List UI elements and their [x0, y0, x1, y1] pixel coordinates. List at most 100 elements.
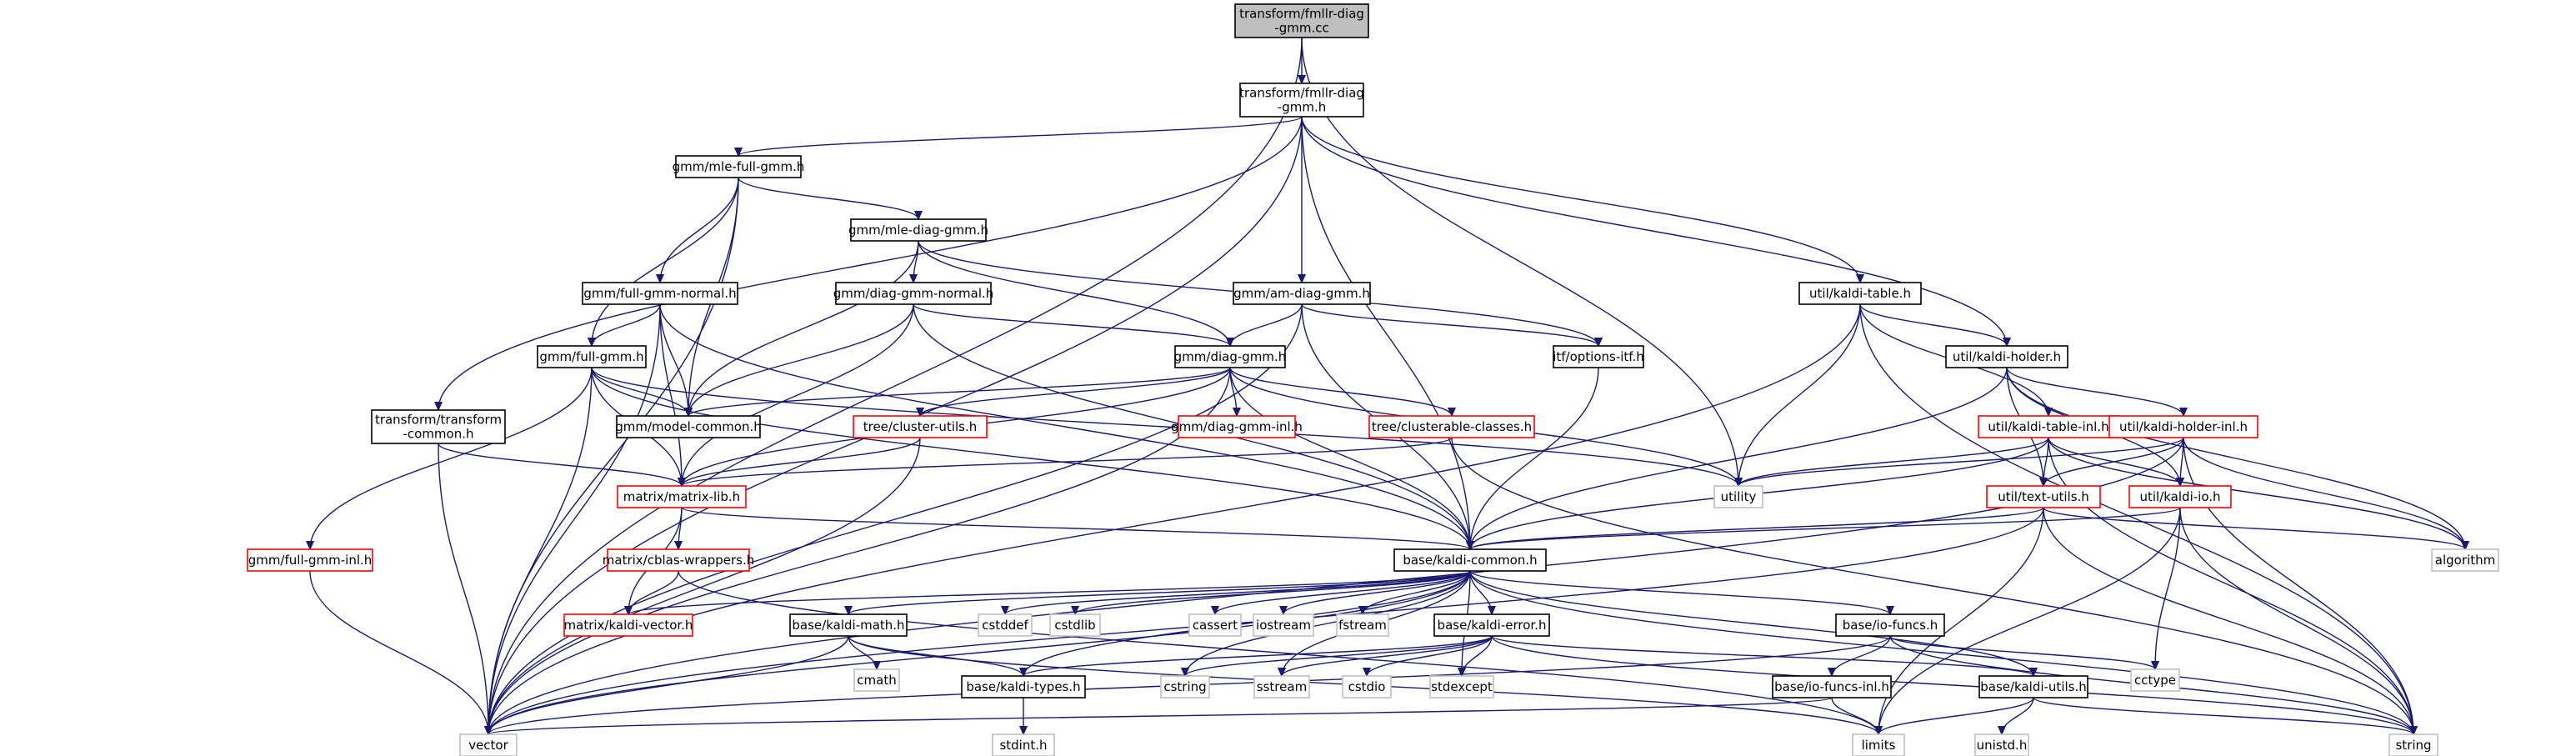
node-label: gmm/full-gmm-inl.h — [248, 553, 373, 568]
node-n5[interactable]: gmm/diag-gmm-normal.h — [833, 282, 994, 305]
node-n3[interactable]: gmm/mle-diag-gmm.h — [848, 218, 988, 242]
node-box — [1393, 548, 1547, 572]
edge-n19-to-n25 — [681, 507, 1470, 549]
node-n18[interactable]: util/kaldi-holder-inl.h — [2108, 415, 2258, 438]
node-label: -gmm.h — [1278, 100, 1326, 115]
edge-n18-to-n49 — [2183, 437, 2413, 734]
edge-n28-to-n46 — [488, 635, 849, 734]
edge-n8-to-n20 — [591, 367, 1738, 486]
edge-n4-to-n46 — [488, 303, 661, 734]
node-n16[interactable]: tree/clusterable-classes.h — [1368, 415, 1535, 438]
node-box — [1974, 733, 2029, 756]
edge-n16-to-n19 — [682, 437, 1453, 486]
node-box — [1233, 282, 1371, 305]
edge-n1-to-n7 — [1301, 116, 1860, 283]
node-label: stdint.h — [999, 738, 1047, 753]
edge-n25-to-n35 — [1469, 570, 1890, 614]
node-label: cctype — [2134, 673, 2176, 688]
edge-n10-to-n25 — [1470, 367, 1599, 549]
edge-n17-to-n49 — [2048, 437, 2413, 734]
node-n39: cstring — [1160, 675, 1210, 698]
node-n49: string — [2388, 733, 2438, 756]
edge-n25-to-n46 — [488, 570, 1471, 734]
edge-n2-to-n8 — [592, 177, 739, 346]
edge-n8-to-n23 — [310, 367, 593, 549]
node-n11[interactable]: util/kaldi-holder.h — [1945, 345, 2068, 368]
edge-n34-to-n39 — [1185, 635, 1493, 676]
edge-n11-to-n18 — [2006, 367, 2183, 416]
edge-n24-to-n47 — [678, 570, 1878, 734]
node-n6[interactable]: gmm/am-diag-gmm.h — [1233, 282, 1371, 305]
node-label: cstdio — [1348, 679, 1386, 694]
node-n23[interactable]: gmm/full-gmm-inl.h — [247, 548, 373, 572]
node-n10[interactable]: itf/options-itf.h — [1553, 345, 1644, 368]
edge-n2-to-n46 — [488, 177, 739, 734]
node-box — [1160, 675, 1210, 698]
node-label: base/io-funcs.h — [1843, 618, 1938, 633]
node-n8[interactable]: gmm/full-gmm.h — [537, 345, 647, 368]
edge-n9-to-n14 — [920, 367, 1231, 416]
node-label: algorithm — [2435, 553, 2495, 568]
edge-n6-to-n46 — [488, 303, 1303, 734]
edge-n7-to-n46 — [488, 303, 1861, 734]
node-n43[interactable]: base/io-funcs-inl.h — [1772, 675, 1892, 698]
node-n9[interactable]: gmm/diag-gmm.h — [1174, 345, 1287, 368]
node-n12[interactable]: transform/transform-common.h — [371, 409, 506, 444]
node-label: base/kaldi-common.h — [1403, 553, 1537, 568]
node-n20: utility — [1713, 485, 1763, 508]
node-n4[interactable]: gmm/full-gmm-normal.h — [582, 282, 738, 305]
node-label: iostream — [1256, 618, 1311, 633]
node-label: limits — [1862, 738, 1896, 753]
node-box — [371, 409, 506, 444]
node-n27[interactable]: matrix/kaldi-vector.h — [563, 613, 693, 637]
node-label: gmm/model-common.h — [615, 419, 762, 434]
node-n7[interactable]: util/kaldi-table.h — [1798, 282, 1922, 305]
node-box — [459, 733, 518, 756]
edge-n22-to-n25 — [1470, 507, 2181, 549]
node-n38[interactable]: base/kaldi-types.h — [961, 675, 1086, 698]
edge-n25-to-n28 — [848, 570, 1471, 614]
node-box — [1178, 415, 1296, 438]
node-n35[interactable]: base/io-funcs.h — [1835, 613, 1945, 637]
edge-n11-to-n26 — [2006, 367, 2465, 549]
node-n2[interactable]: gmm/mle-full-gmm.h — [673, 155, 805, 178]
node-n1[interactable]: transform/fmllr-diag-gmm.h — [1239, 83, 1364, 118]
edge-n14-to-n46 — [488, 437, 921, 734]
node-label: -common.h — [403, 427, 473, 442]
edge-n12-to-n46 — [438, 443, 488, 734]
node-box — [1253, 613, 1314, 637]
edge-n17-to-n26 — [2048, 437, 2465, 549]
node-n24[interactable]: matrix/cblas-wrappers.h — [603, 548, 754, 572]
node-box — [247, 548, 373, 572]
edge-n43-to-n47 — [1831, 697, 1878, 734]
node-box — [1049, 613, 1101, 637]
node-n44[interactable]: base/kaldi-utils.h — [1978, 675, 2088, 698]
node-n21[interactable]: util/text-utils.h — [1986, 485, 2101, 508]
node-n34[interactable]: base/kaldi-error.h — [1433, 613, 1550, 637]
edge-n35-to-n36 — [1889, 635, 2155, 669]
edge-n21-to-n25 — [1470, 507, 2044, 549]
node-n0[interactable]: transform/fmllr-diag-gmm.cc — [1234, 3, 1369, 38]
node-n13[interactable]: gmm/model-common.h — [615, 415, 762, 438]
node-label: util/kaldi-holder.h — [1953, 349, 2061, 364]
node-n26: algorithm — [2431, 548, 2499, 572]
edge-n14-to-n19 — [682, 437, 921, 486]
node-label: tree/clusterable-classes.h — [1372, 419, 1532, 434]
node-n17[interactable]: util/kaldi-table-inl.h — [1978, 415, 2119, 438]
node-n40: sstream — [1253, 675, 1310, 698]
node-box — [1835, 613, 1945, 637]
node-label: stdexcept — [1431, 679, 1493, 694]
node-n25[interactable]: base/kaldi-common.h — [1393, 548, 1547, 572]
node-label: cstring — [1163, 679, 1206, 694]
node-n14[interactable]: tree/cluster-utils.h — [853, 415, 988, 438]
node-n19[interactable]: matrix/matrix-lib.h — [617, 485, 747, 508]
node-label: vector — [468, 738, 508, 753]
node-n15[interactable]: gmm/diag-gmm-inl.h — [1171, 415, 1303, 438]
node-n22[interactable]: util/kaldi-io.h — [2128, 485, 2232, 508]
node-n28[interactable]: base/kaldi-math.h — [789, 613, 908, 637]
edge-n22-to-n49 — [2179, 507, 2413, 734]
edge-n1-to-n2 — [738, 116, 1303, 156]
node-box — [617, 485, 747, 508]
node-label: string — [2395, 738, 2431, 753]
edge-n34-to-n42 — [1462, 635, 1493, 676]
